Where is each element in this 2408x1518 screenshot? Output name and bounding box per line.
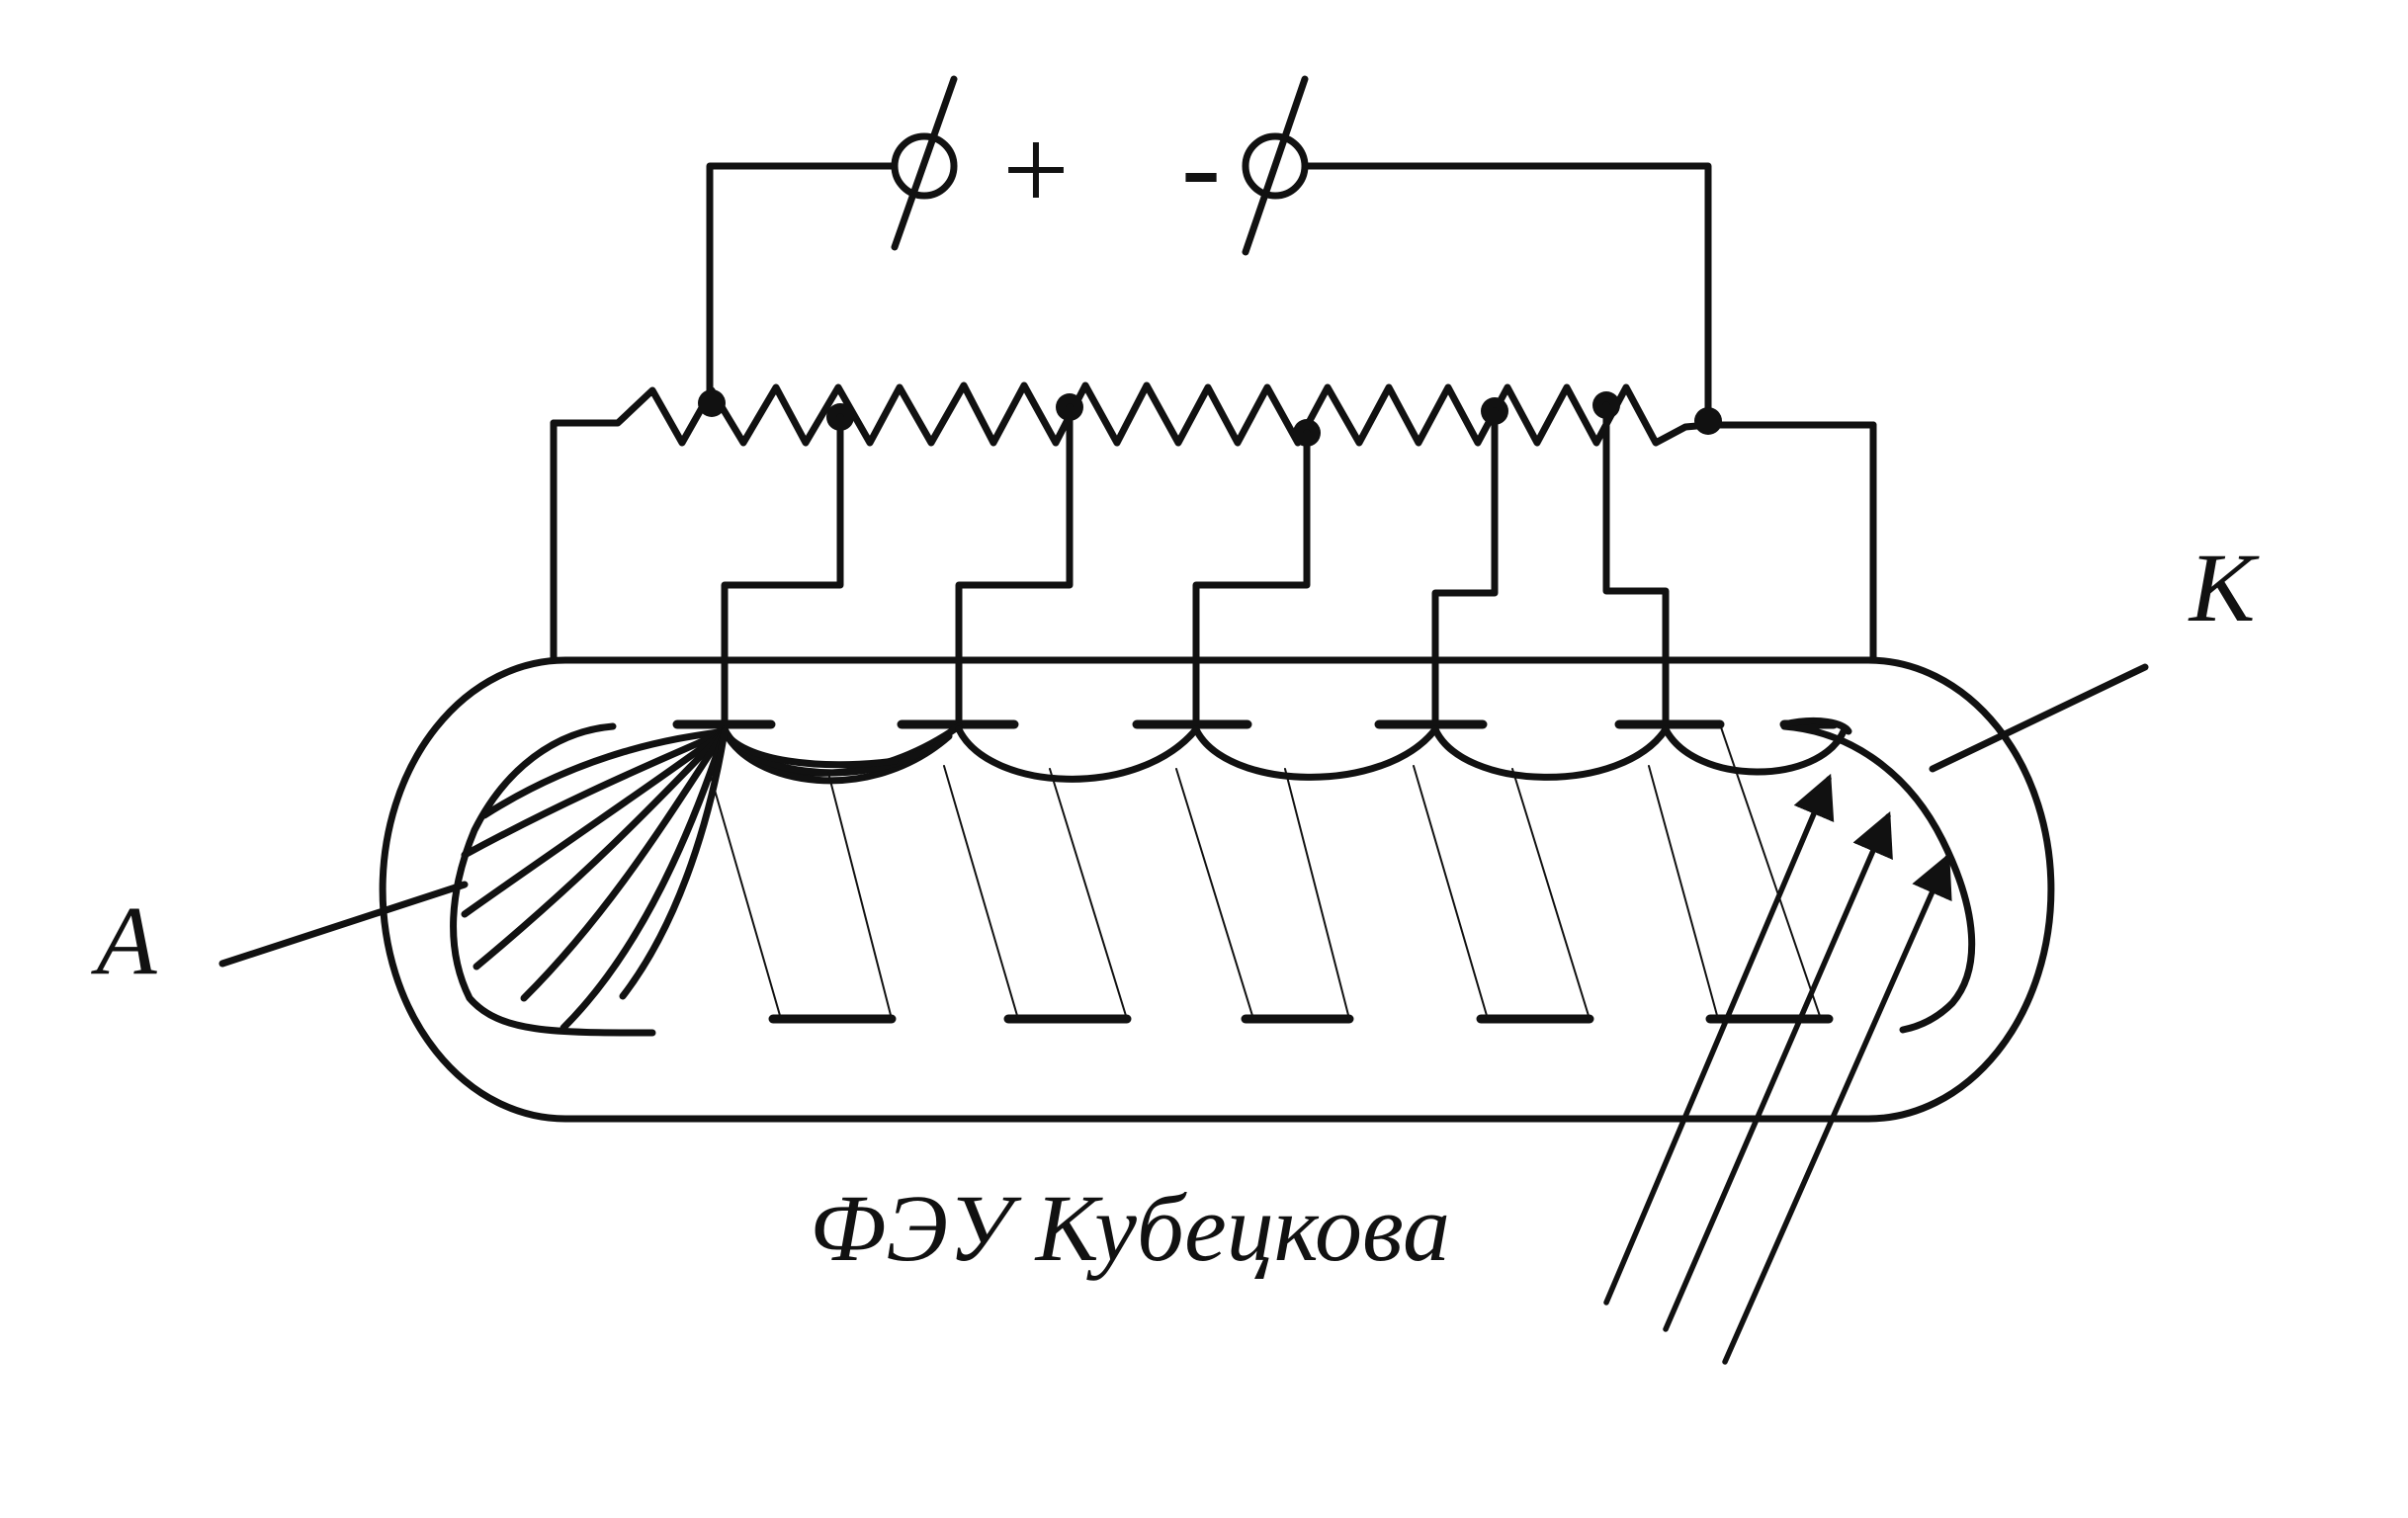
plus-sign: + <box>1002 104 1070 235</box>
dynode-arc <box>955 725 1200 783</box>
negative-terminal <box>1242 75 1309 256</box>
anode-leader <box>218 881 469 968</box>
upper-dynodes <box>672 717 1852 783</box>
dynode-arc <box>1192 725 1439 781</box>
envelope-outer <box>379 656 2055 1123</box>
power-supply: + - <box>706 75 1712 425</box>
envelope-inner-left <box>450 722 656 1037</box>
dynode-lead <box>1602 401 1670 725</box>
light-ray-arrow <box>1663 810 1893 1332</box>
supply-wire-left <box>706 162 899 404</box>
light-ray-arrow <box>1722 852 1952 1365</box>
minus-sign: - <box>1181 100 1221 231</box>
diagram-caption: ФЭУ Кубецкова <box>810 1175 1450 1281</box>
dynode-arc <box>1662 725 1848 776</box>
dynode-lead <box>1192 429 1311 723</box>
anode-label: A <box>90 886 157 995</box>
tube-envelope <box>379 656 2055 1123</box>
dynode-lead <box>721 413 844 725</box>
voltage-divider <box>550 381 1877 447</box>
dynode-lead <box>1431 407 1499 725</box>
positive-terminal <box>891 75 958 251</box>
envelope-inner-right <box>1780 722 1976 1034</box>
tap-node <box>698 389 726 417</box>
supply-wire-right <box>1301 162 1712 425</box>
divider-resistor <box>550 381 1877 447</box>
dynode-leads <box>550 401 1877 725</box>
cathode-leader <box>1929 663 2149 773</box>
dynode-arc <box>1431 725 1670 781</box>
cathode-arc <box>1780 717 1852 735</box>
dynode-lead <box>955 403 1074 723</box>
tap-node <box>1694 407 1722 435</box>
incident-light <box>1603 773 1952 1365</box>
cathode-label: K <box>2188 533 2260 642</box>
electron-trajectories <box>461 727 953 1032</box>
lower-dynodes <box>709 723 1834 1024</box>
light-ray-arrow <box>1603 773 1835 1306</box>
